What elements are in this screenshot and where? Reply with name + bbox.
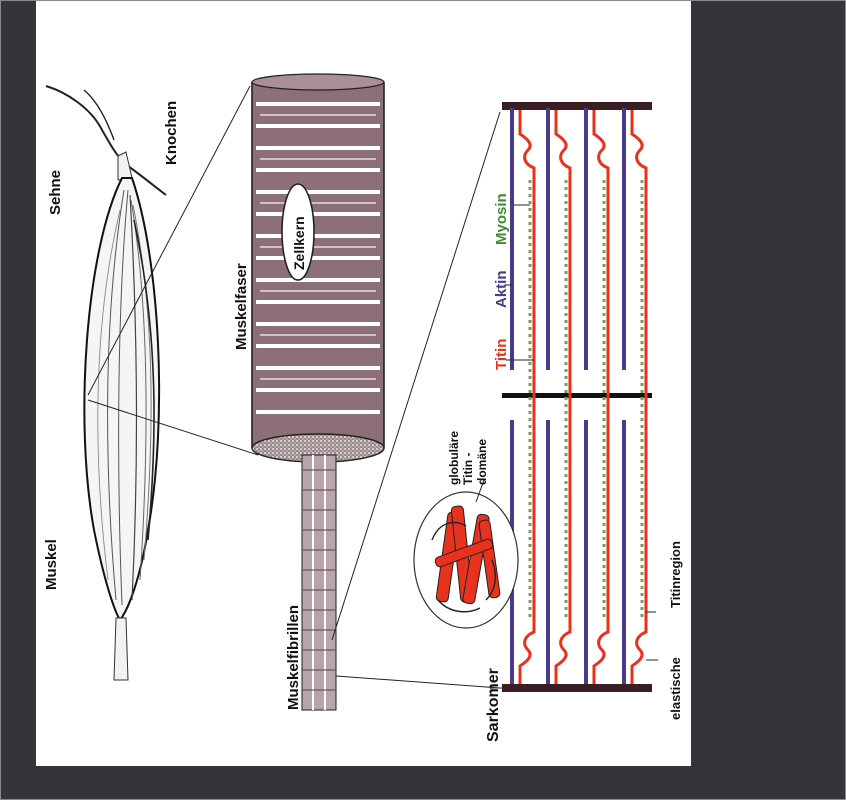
label-globulaere-1: globuläre [447, 431, 461, 485]
label-titinregion: Titinregion [668, 541, 683, 608]
muscle-structure-diagram: Knochen Sehne Muskel Muskelfaser Zellker… [36, 0, 691, 766]
label-knochen: Knochen [163, 101, 180, 165]
tendon-top [118, 152, 132, 180]
label-globulaere-3: domäne [475, 439, 489, 485]
z-disc-top [502, 102, 652, 110]
label-sarkomer: Sarkomer [485, 668, 502, 742]
label-muskel: Muskel [43, 539, 60, 590]
diagram-panel: Knochen Sehne Muskel Muskelfaser Zellker… [36, 0, 691, 766]
z-disc-bottom [502, 684, 652, 692]
m-line [502, 393, 652, 398]
sarcomere-diagram [502, 102, 652, 692]
label-titin: Titin [493, 339, 510, 370]
label-aktin: Aktin [493, 271, 510, 309]
muscle-body [84, 178, 159, 620]
label-myosin: Myosin [493, 193, 510, 245]
myofibril-strands [302, 455, 336, 710]
label-muskelfibrillen: Muskelfibrillen [285, 605, 302, 710]
label-muskelfaser: Muskelfaser [233, 263, 250, 350]
globular-domain-inset [414, 480, 518, 628]
bone-line [46, 86, 120, 158]
label-zellkern: Zellkern [291, 216, 307, 270]
label-elastische: elastische [668, 657, 683, 720]
muscle-illustration [46, 86, 166, 680]
label-globulaere-2: Titin - [461, 453, 475, 485]
label-sehne: Sehne [47, 170, 64, 215]
tendon-bottom [114, 618, 128, 680]
zoom-line-sarcomere-bottom [336, 676, 500, 688]
muscle-fiber-cylinder [252, 74, 384, 462]
